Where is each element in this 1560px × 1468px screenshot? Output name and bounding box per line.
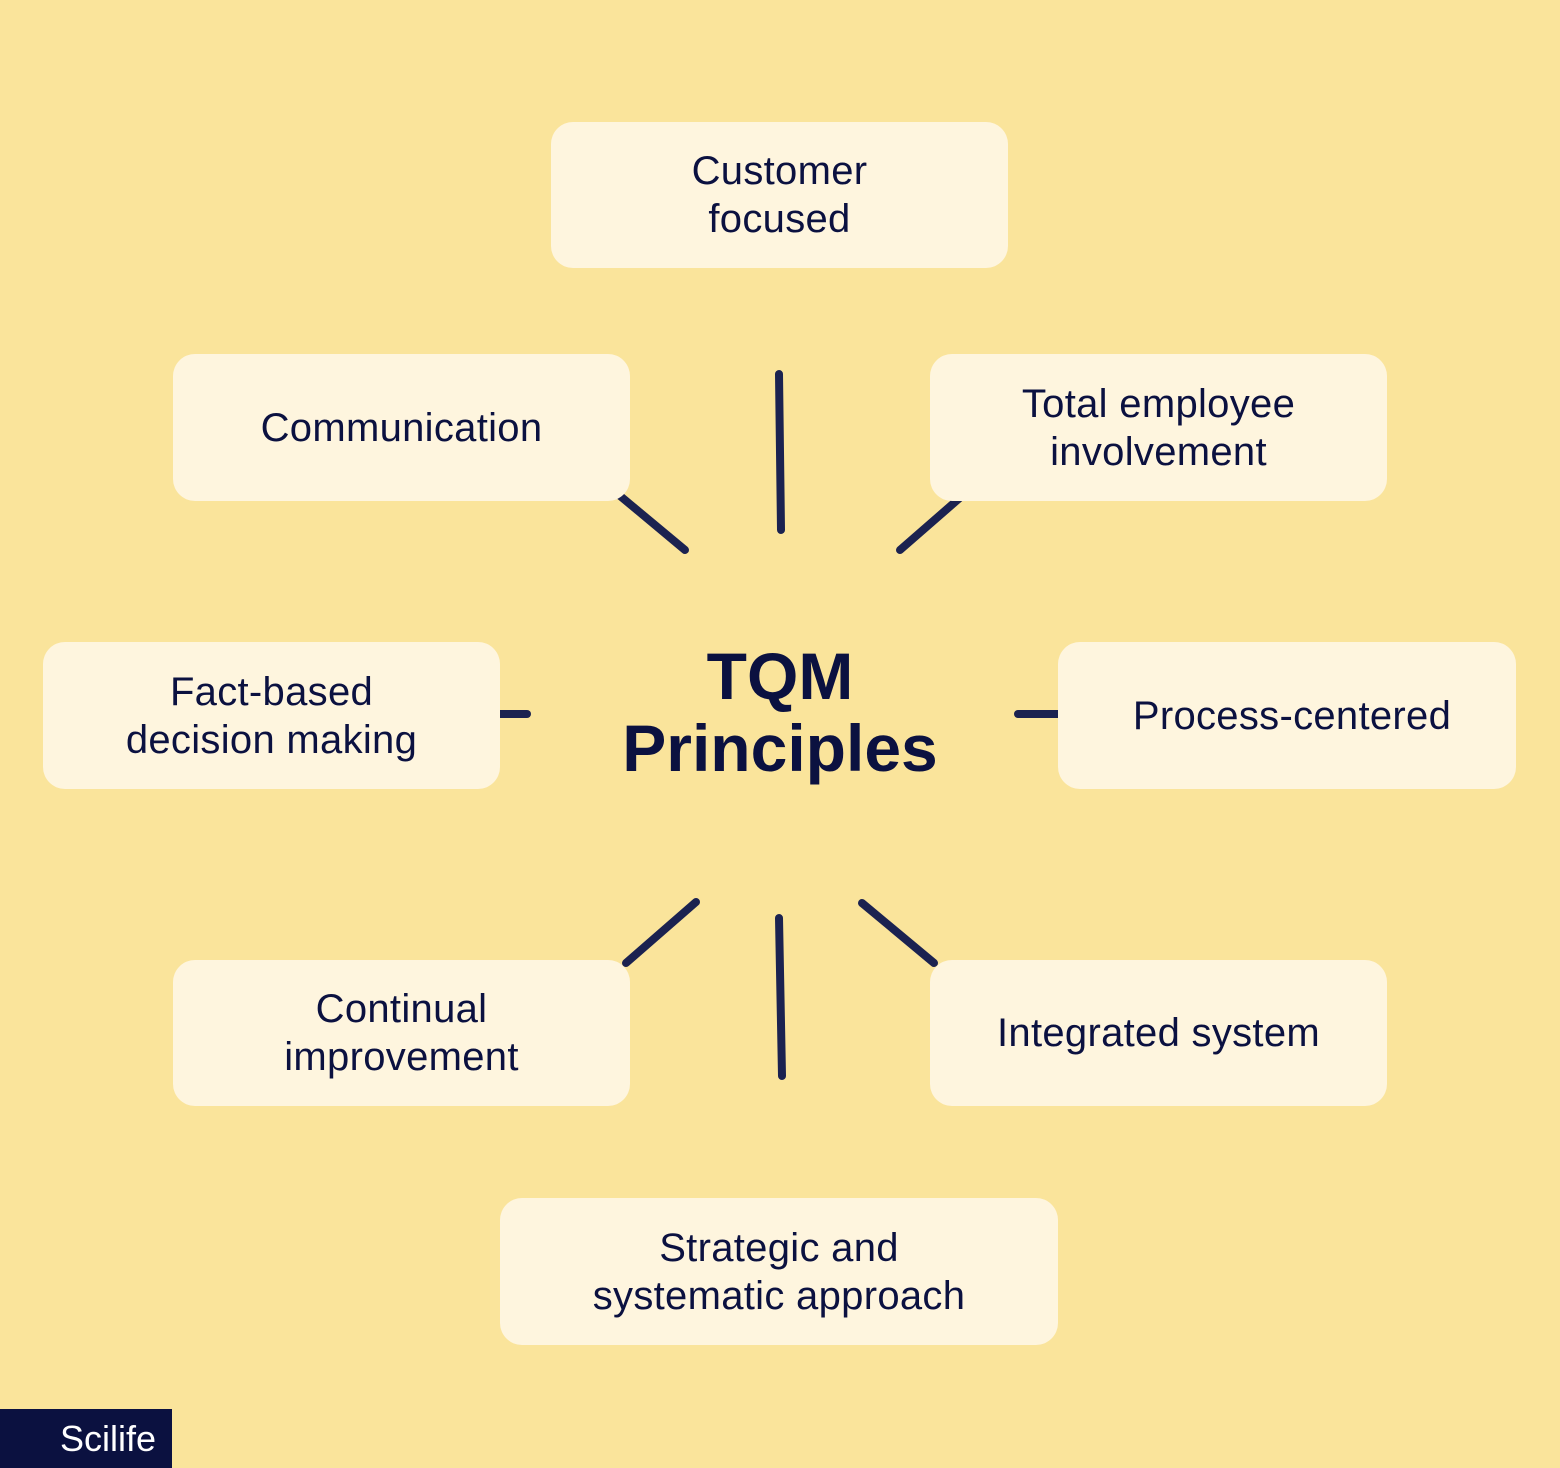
connector-bottom xyxy=(775,914,786,1080)
center-title-line2: Principles xyxy=(622,711,938,785)
principle-total-employee-involvement: Total employee involvement xyxy=(930,354,1387,501)
principle-customer-focused: Customer focused xyxy=(551,122,1008,268)
principle-integrated-system: Integrated system xyxy=(930,960,1387,1106)
principle-label: Process-centered xyxy=(1132,693,1452,738)
principle-fact-based-decision-making: Fact-based decision making xyxy=(43,642,500,789)
principle-continual-improvement: Continual improvement xyxy=(173,960,630,1106)
principle-label: Strategic and xyxy=(659,1225,899,1270)
principle-label: Fact-based xyxy=(169,669,374,714)
brand-logo: Scilife xyxy=(0,1409,172,1468)
principle-process-centered: Process-centered xyxy=(1058,642,1516,789)
connector-top-left xyxy=(609,486,689,554)
principle-label: systematic approach xyxy=(592,1273,966,1318)
principle-label: Customer xyxy=(691,149,868,193)
principle-strategic-and-systematic-approach: Strategic and systematic approach xyxy=(500,1198,1058,1345)
principle-label: focused xyxy=(708,197,851,241)
principle-label: Communication xyxy=(260,405,543,450)
principle-label: decision making xyxy=(125,717,418,762)
principle-label: involvement xyxy=(1050,429,1267,474)
principle-label: improvement xyxy=(284,1035,519,1079)
principle-communication: Communication xyxy=(173,354,630,501)
connector-bottom-right xyxy=(858,899,938,967)
connector-top xyxy=(775,370,785,534)
center-title: TQM Principles xyxy=(580,640,980,784)
center-title-line1: TQM xyxy=(706,639,854,713)
principle-label: Continual xyxy=(315,987,488,1031)
principle-label: Integrated system xyxy=(996,1011,1321,1055)
principle-label: Total employee xyxy=(1021,381,1296,426)
connector-bottom-left xyxy=(622,898,700,967)
